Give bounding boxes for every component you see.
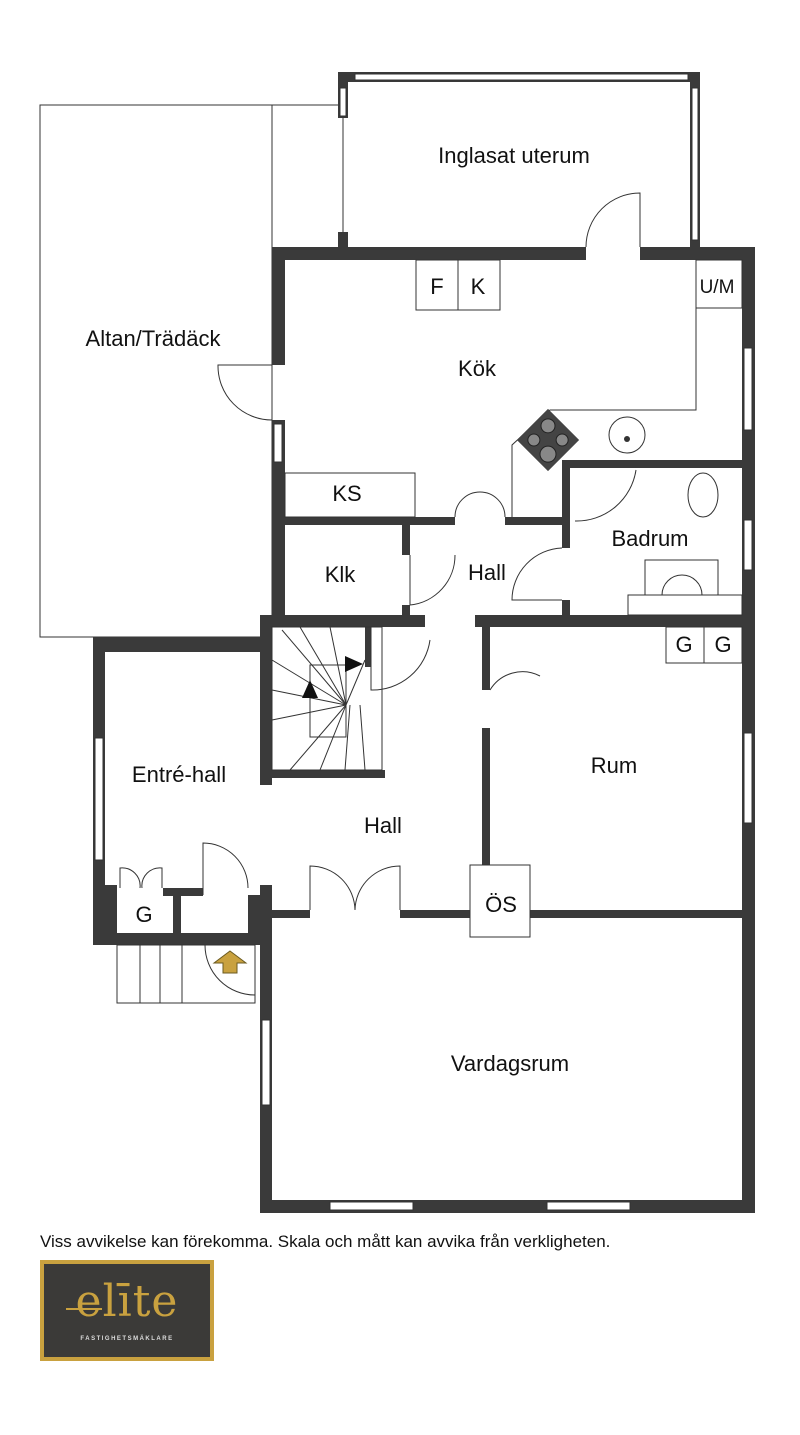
room-label-rum: Rum [591, 753, 637, 778]
uterum-door[interactable] [585, 192, 641, 248]
kitchen-counter [511, 308, 697, 517]
room-label-hall-upper: Hall [468, 560, 506, 585]
os-label: ÖS [485, 892, 517, 917]
bath-sink [661, 574, 703, 596]
entry-steps [116, 944, 256, 1004]
shower-screen [574, 469, 637, 522]
os-heater [469, 864, 531, 938]
washer-label: U/M [700, 277, 735, 298]
stair-arrow-icon [302, 680, 318, 698]
room-label-entre: Entré-hall [132, 762, 226, 787]
room-label-hall-lower: Hall [364, 813, 402, 838]
wardrobe-label: G [714, 632, 731, 657]
entrance-arrow-icon [212, 950, 248, 974]
room-label-altan: Altan/Trädäck [86, 326, 222, 351]
freezer-label: K [471, 274, 486, 299]
closet-label: G [135, 902, 152, 927]
ks-cabinet [284, 472, 416, 518]
room-label-badrum: Badrum [611, 526, 688, 551]
altan-deck [39, 104, 273, 638]
disclaimer: Viss avvikelse kan förekomma. Skala och … [40, 1232, 611, 1251]
room-label-vardagsrum: Vardagsrum [451, 1051, 569, 1076]
staircase [271, 626, 383, 771]
wardrobe-label: G [675, 632, 692, 657]
room-label-uterum: Inglasat uterum [438, 143, 590, 168]
elite-logo: elīte FASTIGHETSMÄKLARE [40, 1260, 214, 1361]
logo-tagline: FASTIGHETSMÄKLARE [80, 1336, 174, 1342]
kitchen-sink [608, 416, 646, 454]
walls [93, 247, 755, 1213]
stair-arrow-icon [345, 656, 363, 672]
room-label-klk: Klk [325, 562, 357, 587]
stove-icon [516, 408, 580, 472]
uterum-walls [338, 72, 700, 248]
doors[interactable] [119, 364, 563, 996]
floor-plan: Inglasat uterum Altan/Trädäck Kök F K U/… [39, 72, 755, 1213]
ks-label: KS [332, 481, 361, 506]
toilet [687, 472, 719, 518]
fridge-label: F [430, 274, 443, 299]
room-label-kok: Kök [458, 356, 497, 381]
washer [695, 259, 743, 309]
bath-counter [627, 594, 743, 616]
